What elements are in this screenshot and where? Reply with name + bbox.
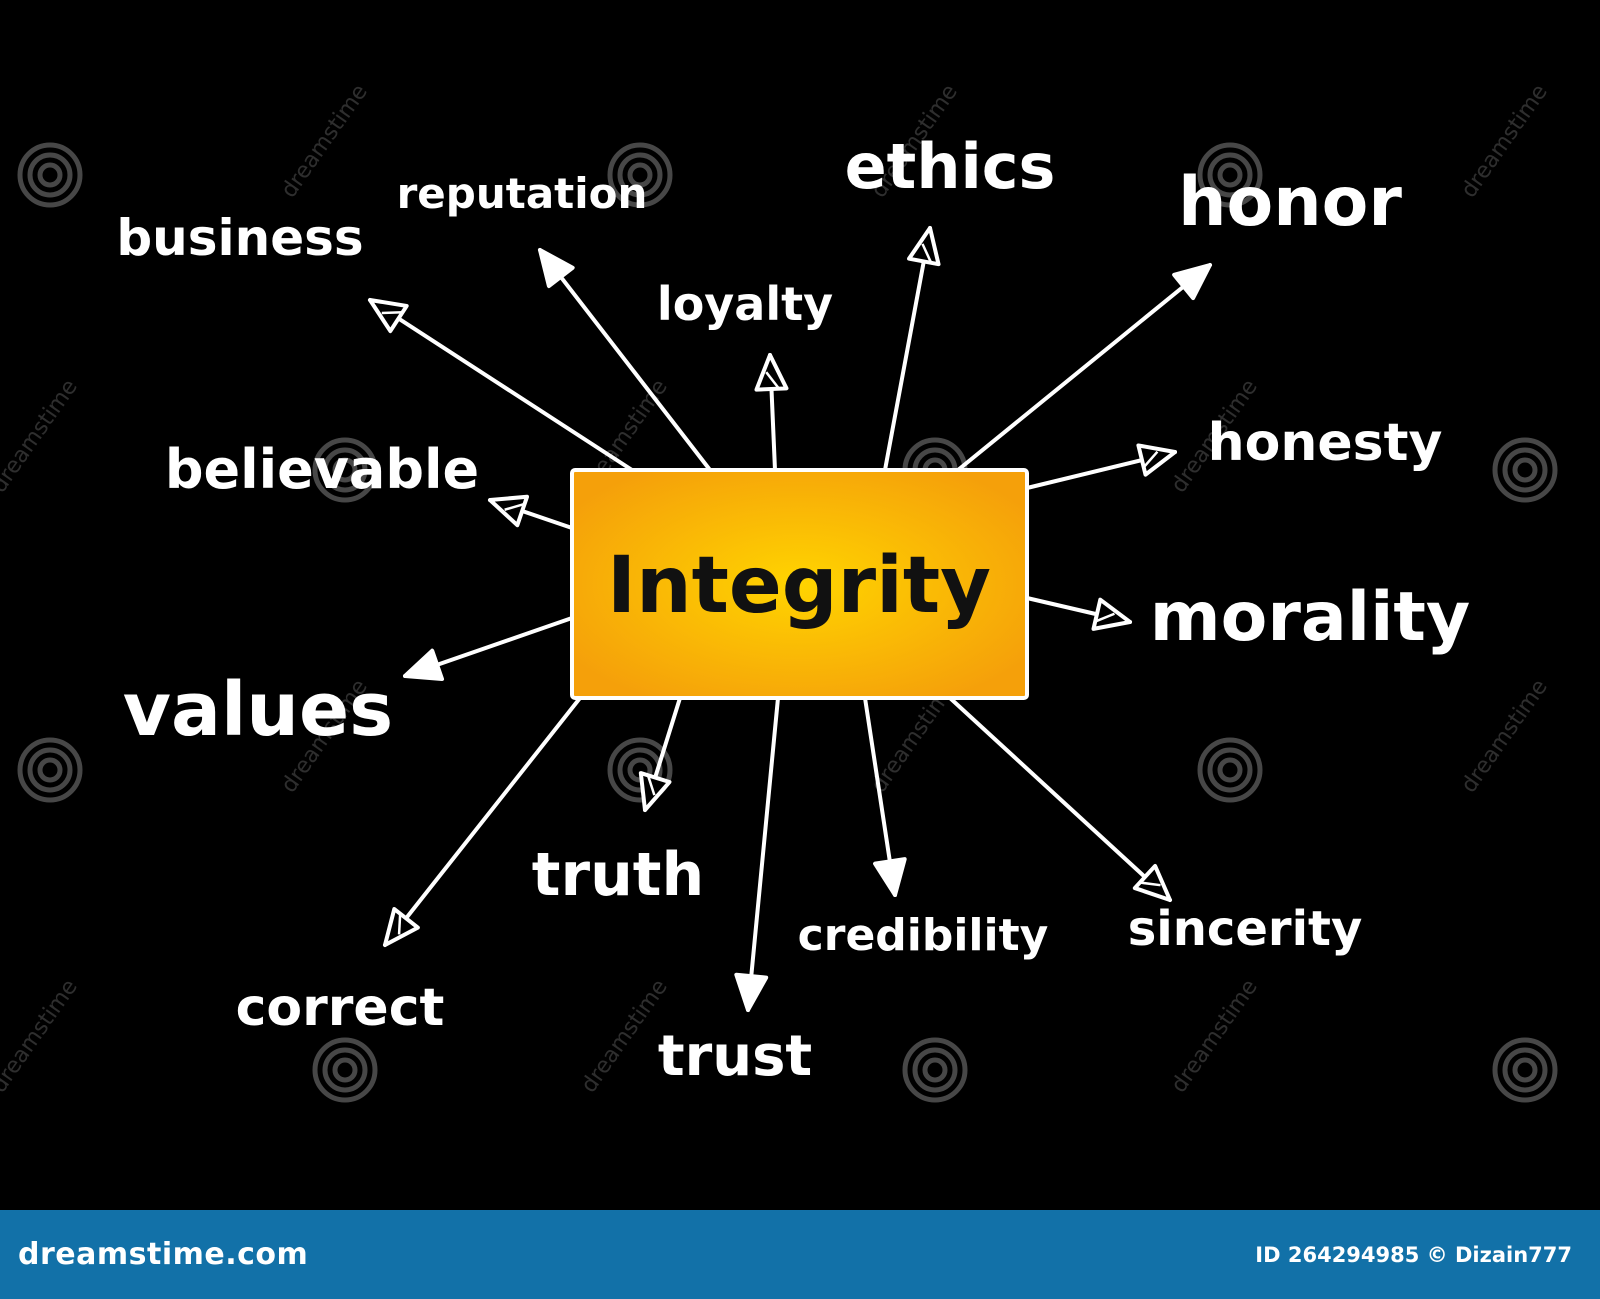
mind-map: dreamstime dreamstime dreamstime dreamstime… bbox=[0, 80, 1558, 1103]
branch-word-honor: honor bbox=[1178, 163, 1402, 242]
branch-word-morality: morality bbox=[1150, 578, 1470, 657]
branch-word-truth: truth bbox=[532, 840, 704, 910]
arrow-hatch bbox=[397, 913, 402, 935]
connector-line bbox=[383, 696, 582, 947]
spiral-logo-icon bbox=[1492, 1037, 1558, 1103]
connector-layer bbox=[368, 226, 1212, 1012]
watermark-text: dreamstime bbox=[277, 80, 373, 203]
arrow-head-icon bbox=[873, 857, 907, 897]
arrow-hatch bbox=[504, 502, 525, 511]
branch-word-sincerity: sincerity bbox=[1128, 901, 1363, 957]
center-box bbox=[570, 468, 1029, 700]
center-label: Integrity bbox=[607, 541, 991, 631]
branch-word-loyalty: loyalty bbox=[657, 277, 833, 331]
spiral-logo-icon bbox=[17, 142, 83, 208]
branch-word-trust: trust bbox=[658, 1024, 812, 1089]
spiral-logo-icon bbox=[1197, 737, 1263, 803]
branch-word-believable: believable bbox=[165, 438, 479, 501]
arrow-head-icon bbox=[734, 972, 769, 1012]
connector-line bbox=[956, 263, 1212, 472]
arrow-head-icon bbox=[1136, 443, 1177, 477]
watermark-text: dreamstime bbox=[1457, 80, 1553, 203]
spiral-logo-icon bbox=[607, 142, 673, 208]
watermark-text: dreamstime bbox=[1167, 975, 1263, 1098]
arrow-head-icon bbox=[638, 771, 672, 812]
branch-word-ethics: ethics bbox=[845, 130, 1056, 203]
connector-reputation bbox=[538, 248, 712, 472]
arrow-hatch bbox=[1094, 612, 1115, 623]
branch-word-honesty: honesty bbox=[1208, 413, 1443, 473]
connector-line bbox=[538, 248, 712, 472]
connector-believable bbox=[488, 494, 574, 530]
connector-truth bbox=[638, 696, 682, 812]
connector-ethics bbox=[883, 226, 941, 472]
spiral-logo-icon bbox=[1492, 437, 1558, 503]
spiral-logo-icon bbox=[607, 737, 673, 803]
connector-trust bbox=[734, 696, 780, 1012]
arrow-head-icon bbox=[403, 648, 445, 682]
arrow-hatch bbox=[765, 371, 780, 390]
arrow-hatch bbox=[1139, 881, 1161, 887]
arrow-hatch bbox=[646, 774, 656, 796]
arrow-hatch bbox=[381, 310, 403, 315]
spiral-logo-icon bbox=[312, 437, 378, 503]
connector-honesty bbox=[1025, 443, 1177, 490]
watermark-text: dreamstime bbox=[0, 375, 83, 498]
connector-line bbox=[883, 226, 932, 472]
connector-credibility bbox=[863, 696, 907, 897]
arrow-hatch bbox=[1142, 450, 1159, 469]
connector-sincerity bbox=[948, 696, 1172, 902]
arrow-head-icon bbox=[383, 907, 420, 947]
connector-line bbox=[368, 298, 634, 472]
footer-bar: dreamstime.com ID 264294985 © Dizain777 bbox=[0, 1210, 1600, 1299]
connector-loyalty bbox=[754, 353, 789, 472]
arrow-head-icon bbox=[368, 298, 409, 334]
arrow-head-icon bbox=[538, 248, 575, 289]
connector-correct bbox=[383, 696, 582, 947]
connector-line bbox=[948, 696, 1172, 902]
spiral-logo-icon bbox=[902, 1037, 968, 1103]
spiral-logo-icon bbox=[312, 1037, 378, 1103]
mind-map-canvas: dreamstime dreamstime dreamstime dreamstime… bbox=[0, 80, 1558, 1103]
branch-word-credibility: credibility bbox=[798, 910, 1049, 961]
connector-honor bbox=[956, 263, 1212, 472]
branch-words: business reputation loyalty ethics honor beli… bbox=[116, 130, 1470, 1089]
arrow-head-icon bbox=[1172, 263, 1212, 301]
connector-values bbox=[403, 616, 574, 682]
spiral-logo-icon bbox=[17, 737, 83, 803]
footer-brand[interactable]: dreamstime.com bbox=[18, 1237, 309, 1272]
arrow-hatch bbox=[921, 243, 933, 264]
branch-word-values: values bbox=[123, 667, 393, 753]
connector-line bbox=[746, 696, 780, 1012]
branch-word-business: business bbox=[116, 209, 363, 267]
spiral-logo-icon bbox=[1197, 142, 1263, 208]
connector-morality bbox=[1025, 596, 1132, 631]
footer-credit: ID 264294985 © Dizain777 bbox=[1255, 1242, 1572, 1267]
center-node: Integrity bbox=[570, 468, 1029, 700]
watermark-text: dreamstime bbox=[1457, 675, 1553, 798]
watermark-text: dreamstime bbox=[0, 975, 83, 1098]
connector-business bbox=[368, 298, 634, 472]
arrow-head-icon bbox=[488, 494, 530, 528]
branch-word-reputation: reputation bbox=[397, 169, 648, 218]
arrow-head-icon bbox=[754, 353, 789, 392]
branch-word-correct: correct bbox=[236, 978, 445, 1038]
